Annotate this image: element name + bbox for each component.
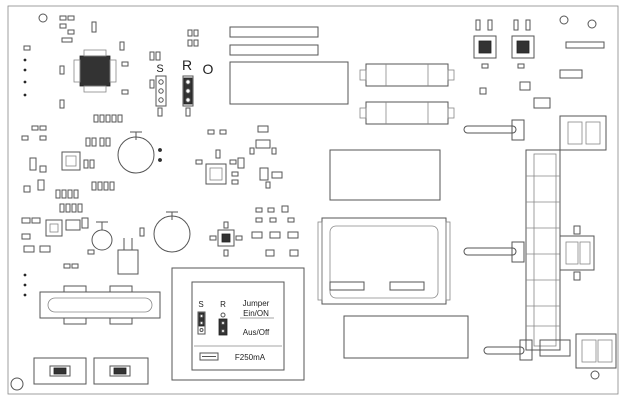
transformer — [317, 217, 451, 305]
smd-components-middle — [195, 125, 283, 189]
smd-components-lower-middle — [209, 205, 299, 257]
transistor-cluster-left — [23, 137, 115, 199]
legend-outer-frame — [171, 267, 305, 381]
board-outline — [7, 5, 619, 395]
smd-components-top-left — [21, 15, 161, 141]
relay-block — [229, 61, 349, 105]
legend-label-r: R — [220, 300, 226, 309]
connector-top — [463, 115, 607, 151]
switch-left — [33, 357, 87, 385]
jumper-label-s: S — [156, 63, 163, 75]
optocouplers-top-right — [473, 19, 605, 109]
jumper-label-o: O — [203, 61, 214, 77]
relay-bars-top — [229, 26, 319, 56]
edge-dots — [23, 58, 27, 297]
capacitor-round — [153, 211, 191, 253]
fuse-holders — [359, 63, 455, 125]
smd-components-lower-left — [21, 203, 145, 269]
relay-large — [329, 149, 441, 201]
terminal-block — [525, 149, 561, 351]
inductor-component — [117, 238, 139, 275]
connector-bottom — [483, 333, 617, 369]
microcontroller-chip — [73, 49, 117, 93]
jumper-header: S R O — [155, 29, 214, 117]
fuse-bottom-left — [39, 285, 161, 325]
legend-fuse-symbol — [199, 352, 219, 361]
legend-ein-on: Ein/ON — [243, 309, 269, 318]
connector-middle — [463, 225, 595, 281]
jumper-label-r: R — [182, 57, 192, 73]
legend-aus-off: Aus/Off — [243, 328, 270, 337]
capacitor-box — [343, 315, 469, 359]
mounting-holes — [10, 13, 600, 391]
legend-label-s: S — [198, 300, 203, 309]
capacitor-small — [91, 221, 113, 251]
jumper-legend: S R Jumper Ein/ON Aus/Off F250mA — [171, 267, 305, 381]
legend-fuse-rating: F250mA — [235, 353, 266, 362]
legend-inner-frame — [191, 281, 285, 371]
legend-jumper-title: Jumper — [243, 299, 270, 308]
switch-right — [93, 357, 149, 385]
resistor-row — [93, 114, 123, 123]
capacitor-large — [117, 131, 162, 174]
